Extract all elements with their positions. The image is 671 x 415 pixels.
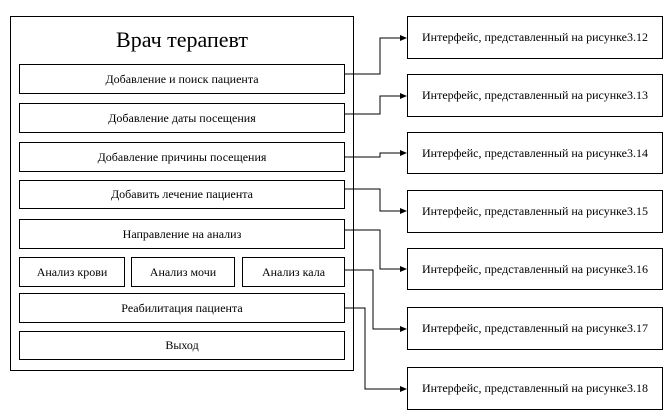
arrow-to-3-18 [345,307,407,392]
interface-box-3-13: Интерфейс, представленный на рисунке 3.1… [407,74,663,117]
urine-test-button[interactable]: Анализ мочи [131,257,235,287]
interface-caption: Интерфейс, представленный на рисунке [421,261,627,276]
interface-number: 3.12 [627,30,648,44]
interface-number: 3.18 [627,381,648,395]
add-treatment-button[interactable]: Добавить лечение пациента [19,180,345,209]
referral-button[interactable]: Направление на анализ [19,219,345,249]
add-visit-date-button[interactable]: Добавление даты посещения [19,103,345,133]
doctor-window-frame [10,16,354,371]
interface-caption: Интерфейс, представленный на рисунке [421,88,627,102]
interface-number: 3.16 [627,261,648,276]
add-search-patient-button[interactable]: Добавление и поиск пациента [19,64,345,94]
exit-button[interactable]: Выход [19,331,345,360]
interface-box-3-17: Интерфейс, представленный на рисунке 3.1… [407,307,663,350]
arrow-to-3-16 [345,229,407,272]
interface-caption: Интерфейс, представленный на рисунке [421,145,627,160]
interface-caption: Интерфейс, представленный на рисунке [421,381,627,395]
arrow-to-3-17 [345,269,407,332]
interface-number: 3.13 [627,88,648,102]
arrow-to-3-12 [345,35,407,75]
arrow-to-3-15 [345,188,407,214]
interface-caption: Интерфейс, представленный на рисунке [421,204,627,218]
interface-number: 3.17 [627,321,648,335]
stool-test-button[interactable]: Анализ кала [242,257,345,287]
interface-box-3-12: Интерфейс, представленный на рисунке 3.1… [407,16,663,59]
rehabilitation-button[interactable]: Реабилитация пациента [19,293,345,323]
interface-caption: Интерфейс, представленный на рисунке [421,30,627,44]
interface-box-3-18: Интерфейс, представленный на рисунке 3.1… [407,367,663,410]
arrow-to-3-13 [345,93,407,115]
add-visit-reason-button[interactable]: Добавление причины посещения [19,142,345,172]
window-title: Врач терапевт [116,27,248,52]
interface-number: 3.14 [627,145,648,160]
interface-box-3-14: Интерфейс, представленный на рисунке 3.1… [407,132,663,174]
blood-test-button[interactable]: Анализ крови [19,257,125,287]
interface-caption: Интерфейс, представленный на рисунке [421,321,627,335]
interface-box-3-15: Интерфейс, представленный на рисунке 3.1… [407,190,663,233]
interface-number: 3.15 [627,204,648,218]
arrow-to-3-14 [345,150,407,158]
interface-box-3-16: Интерфейс, представленный на рисунке 3.1… [407,248,663,290]
